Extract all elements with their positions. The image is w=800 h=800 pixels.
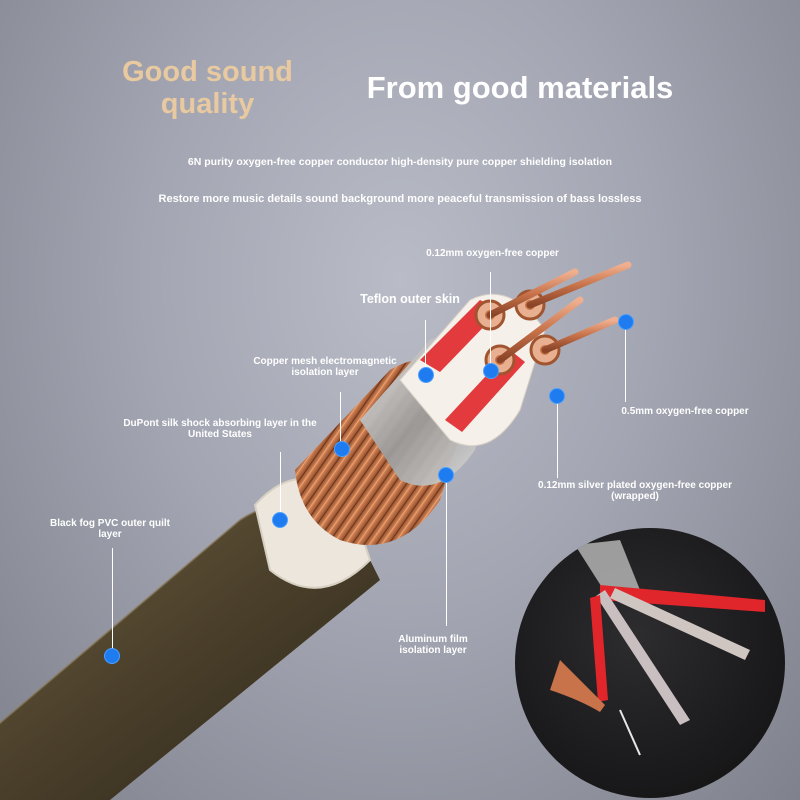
pointer-line-pvc xyxy=(112,548,113,658)
label-dupont: DuPont silk shock absorbing layer in the… xyxy=(123,418,317,440)
teflon-skin-shape xyxy=(399,293,546,447)
marker-copper-012 xyxy=(483,363,499,379)
label-teflon: Teflon outer skin xyxy=(360,292,460,306)
marker-pvc xyxy=(104,648,120,664)
label-aluminum: Aluminum film isolation layer xyxy=(398,634,468,656)
label-silver-plated: 0.12mm silver plated oxygen-free copper … xyxy=(538,480,732,502)
copper-wire-ends xyxy=(486,261,632,364)
marker-copper-mesh xyxy=(334,441,350,457)
pointer-line-teflon xyxy=(425,320,426,375)
label-copper-012: 0.12mm oxygen-free copper xyxy=(426,248,559,259)
headline-from-good-materials: From good materials xyxy=(366,70,674,105)
description-line-1: 6N purity oxygen-free copper conductor h… xyxy=(187,156,613,168)
marker-silver-plated xyxy=(549,388,565,404)
marker-aluminum xyxy=(438,467,454,483)
pointer-line-aluminum xyxy=(446,476,447,626)
marker-teflon xyxy=(418,367,434,383)
marker-dupont xyxy=(272,512,288,528)
description-line-2: Restore more music details sound backgro… xyxy=(158,193,642,205)
pointer-line-dupont xyxy=(280,452,281,528)
pointer-line-copper-012 xyxy=(490,272,491,372)
pointer-line-copper-mesh xyxy=(340,392,341,452)
pointer-line-silver-plated xyxy=(557,396,558,478)
pointer-line-copper-05 xyxy=(625,322,626,402)
label-copper-05: 0.5mm oxygen-free copper xyxy=(621,406,749,417)
marker-copper-05 xyxy=(618,314,634,330)
stripped-cable-photo xyxy=(515,528,785,798)
headline-good-sound-quality: Good sound quality xyxy=(122,56,293,120)
label-copper-mesh: Copper mesh electromagnetic isolation la… xyxy=(253,356,397,378)
label-pvc: Black fog PVC outer quilt layer xyxy=(49,518,170,540)
